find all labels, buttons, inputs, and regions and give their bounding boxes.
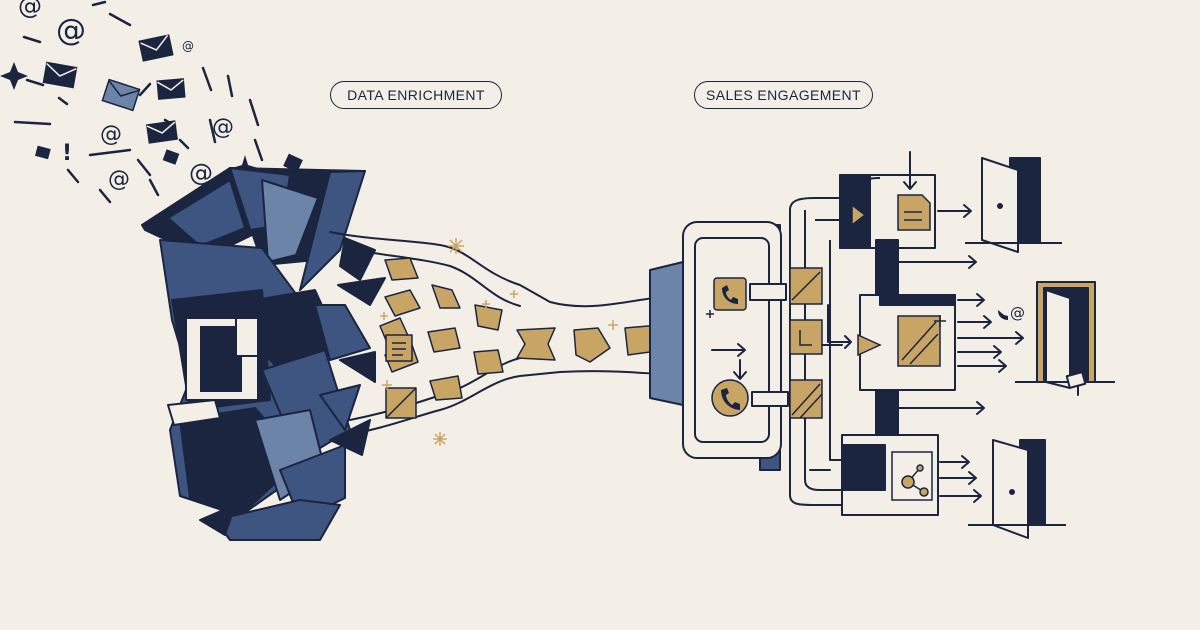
at-sign-icon: @	[108, 167, 130, 192]
envelope-icon	[162, 149, 180, 165]
at-sign-icon: @	[1010, 304, 1025, 322]
exclamation-mark: !	[62, 141, 72, 166]
envelope-icon	[146, 120, 178, 144]
sales-engagement-label: SALES ENGAGEMENT	[694, 81, 873, 109]
at-sign-icon: @	[182, 39, 194, 53]
envelope-icon	[156, 78, 186, 100]
at-sign-icon: @	[56, 13, 86, 48]
at-sign-icon: @	[100, 122, 122, 147]
envelope-icon	[138, 34, 174, 62]
envelope-icon	[101, 78, 141, 112]
phone-icon	[711, 379, 749, 417]
phone-icon	[998, 310, 1008, 320]
phone-icon	[713, 277, 747, 311]
contact-glyphs: @	[998, 304, 1025, 322]
network-icon	[901, 464, 929, 497]
door-icon	[1015, 281, 1115, 389]
door-icon	[965, 157, 1062, 253]
machine-modules	[711, 194, 941, 501]
at-sign-icon: @	[212, 115, 234, 140]
document-icon	[789, 319, 823, 355]
at-sign-icon: @	[18, 0, 42, 20]
document-packet-icon	[385, 334, 413, 362]
envelope-icon	[34, 145, 51, 160]
door-icon	[968, 439, 1066, 539]
envelope-icon	[42, 61, 78, 89]
flying-debris	[13, 0, 264, 204]
sparkle-icon	[706, 310, 946, 327]
data-enrichment-label: DATA ENRICHMENT	[330, 81, 502, 109]
envelope-icon-cluster	[34, 34, 303, 173]
output-arrows	[894, 204, 1024, 503]
engagement-machine	[649, 174, 956, 516]
shattered-funnel	[141, 167, 386, 541]
